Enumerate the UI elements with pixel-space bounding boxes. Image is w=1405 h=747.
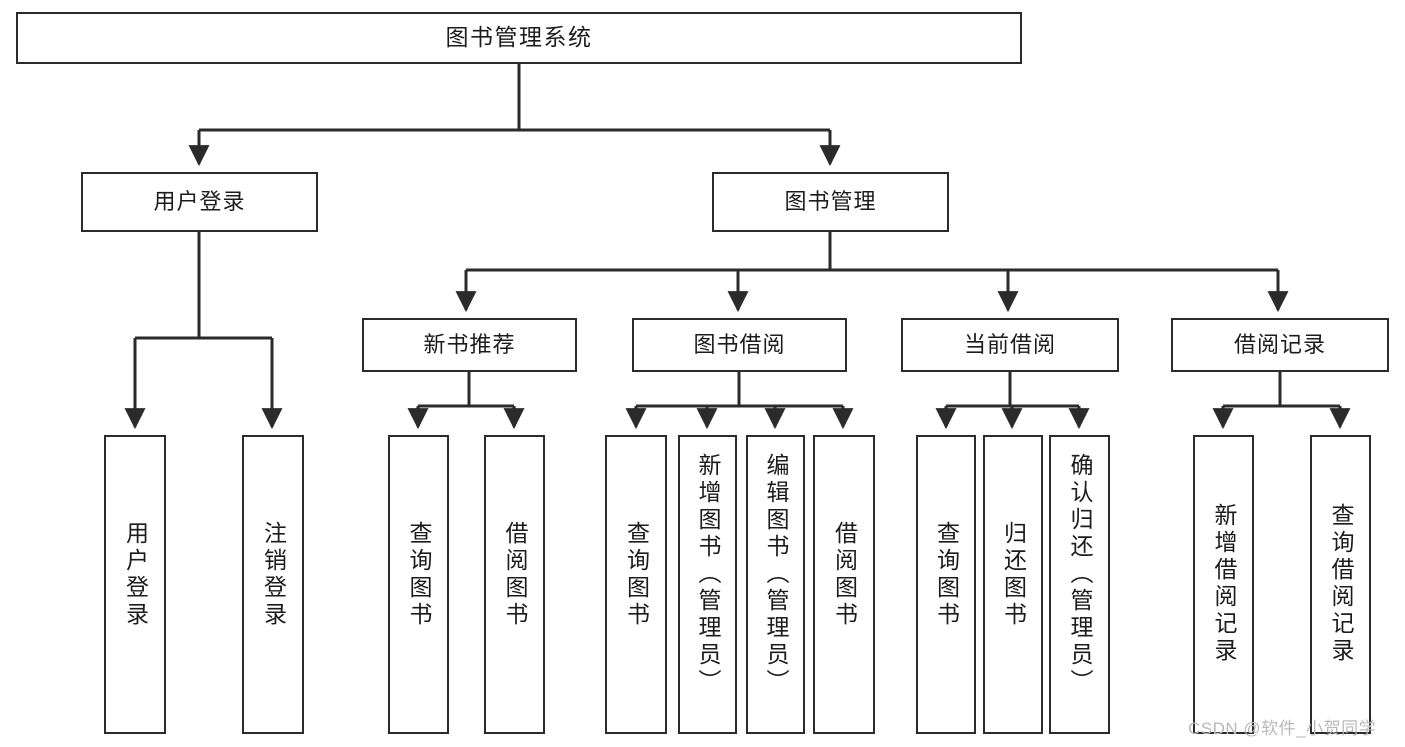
node-label: 查询图书 [933, 521, 960, 629]
watermark: CSDN @软件_小贺同学 [1188, 719, 1377, 738]
leaf-query-book-current[interactable]: 查询图书 [916, 435, 976, 734]
node-label: 查询图书 [406, 521, 432, 629]
node-label: 新增图书（管理员） [695, 453, 721, 696]
leaf-add-borrow-record[interactable]: 新增借阅记录 [1193, 435, 1254, 734]
node-label: 编辑图书（管理员） [763, 453, 789, 696]
node-label: 当前借阅 [963, 332, 1056, 358]
node-label: 借阅图书 [502, 521, 528, 629]
node-label: 用户登录 [153, 189, 246, 215]
node-label: 图书管理 [784, 189, 877, 215]
node-label: 新增借阅记录 [1211, 503, 1237, 665]
node-label: 借阅记录 [1233, 332, 1326, 358]
node-label: 查询图书 [623, 521, 650, 629]
node-label: 新书推荐 [423, 332, 516, 358]
node-label: 注销登录 [260, 521, 287, 629]
node-label: 用户登录 [122, 521, 149, 629]
leaf-edit-book-admin[interactable]: 编辑图书（管理员） [746, 435, 805, 734]
leaf-return-book[interactable]: 归还图书 [983, 435, 1043, 734]
node-current-borrow[interactable]: 当前借阅 [901, 318, 1119, 372]
leaf-logout[interactable]: 注销登录 [242, 435, 304, 734]
node-label: 图书借阅 [693, 332, 786, 358]
leaf-user-login[interactable]: 用户登录 [104, 435, 166, 734]
leaf-add-book-admin[interactable]: 新增图书（管理员） [678, 435, 737, 734]
leaf-borrow-book-borrow[interactable]: 借阅图书 [813, 435, 875, 734]
node-label: 图书管理系统 [445, 24, 593, 51]
leaf-query-borrow-record[interactable]: 查询借阅记录 [1310, 435, 1371, 734]
node-root-book-management-system[interactable]: 图书管理系统 [16, 12, 1022, 64]
node-label: 归还图书 [1000, 521, 1027, 629]
node-book-management[interactable]: 图书管理 [712, 172, 949, 232]
node-label: 借阅图书 [831, 521, 858, 629]
node-borrow-record[interactable]: 借阅记录 [1171, 318, 1389, 372]
node-label: 确认归还（管理员） [1067, 453, 1093, 696]
node-book-borrow[interactable]: 图书借阅 [632, 318, 847, 372]
leaf-query-book-recommend[interactable]: 查询图书 [388, 435, 449, 734]
leaf-confirm-return-admin[interactable]: 确认归还（管理员） [1049, 435, 1110, 734]
node-label: 查询借阅记录 [1328, 503, 1354, 665]
leaf-borrow-book-recommend[interactable]: 借阅图书 [484, 435, 545, 734]
node-user-login[interactable]: 用户登录 [81, 172, 318, 232]
leaf-query-book-borrow[interactable]: 查询图书 [605, 435, 667, 734]
node-new-book-recommend[interactable]: 新书推荐 [362, 318, 577, 372]
